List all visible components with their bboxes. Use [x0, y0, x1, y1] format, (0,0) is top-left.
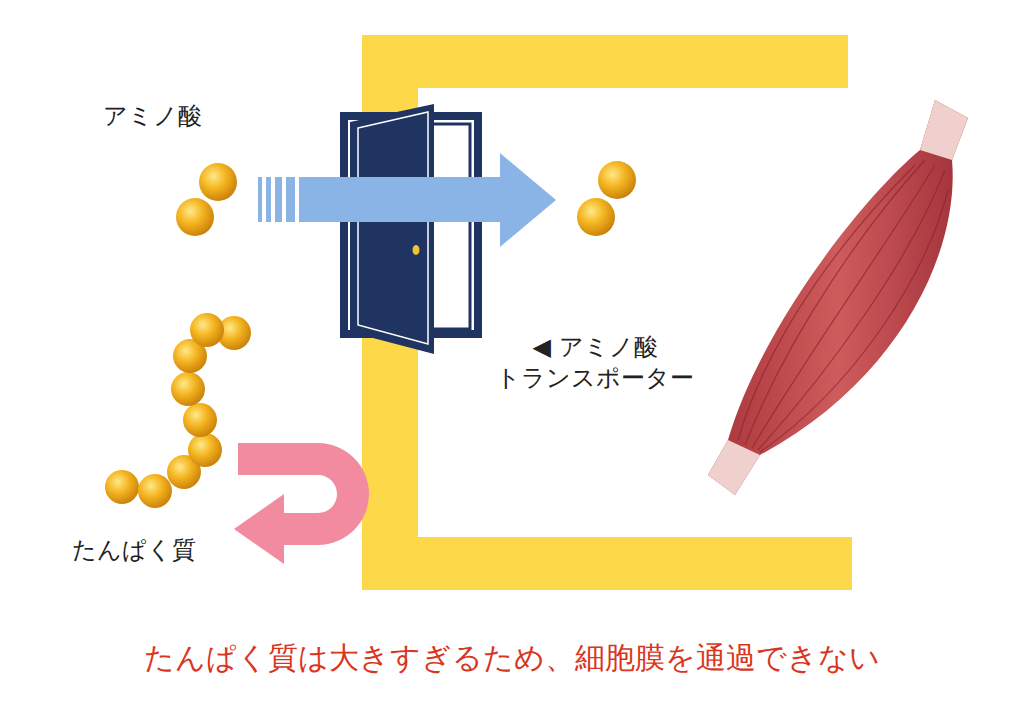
protein-chain [105, 313, 251, 508]
transporter-label: ◀ アミノ酸 トランスポーター [480, 332, 710, 394]
caption: たんぱく質は大きすぎるため、細胞膜を通過できない [144, 638, 880, 677]
amino-acid [176, 161, 636, 236]
door [344, 104, 478, 354]
reject-arrow [234, 443, 369, 564]
protein-label: たんぱく質 [72, 535, 196, 566]
amino-acid-label: アミノ酸 [103, 101, 202, 132]
transport-arrow [258, 153, 556, 247]
muscle [708, 100, 968, 495]
